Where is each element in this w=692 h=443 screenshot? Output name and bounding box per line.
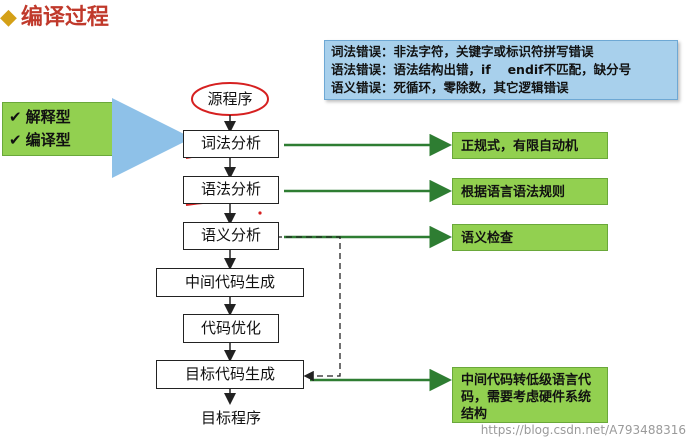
watermark: https://blog.csdn.net/A793488316 [480, 423, 686, 437]
title-bullet-icon: ◆ [0, 5, 17, 30]
result-lexical: 正规式，有限自动机 [452, 132, 608, 159]
error-syntax: 语法错误：语法结构出错，if endif不匹配，缺分号 [331, 62, 632, 77]
check-icon: ✔ [9, 131, 22, 149]
node-optimize: 代码优化 [183, 314, 279, 343]
node-target: 目标程序 [200, 409, 261, 427]
error-lexical: 词法错误：非法字符，关键字或标识符拼写错误 [331, 44, 594, 59]
red-dot [258, 211, 262, 215]
node-intermediate: 中间代码生成 [156, 268, 304, 297]
dashed-bypass-arrow [276, 236, 341, 382]
result-syntax: 根据语言语法规则 [452, 178, 608, 205]
page-title: ◆编译过程 [0, 0, 109, 36]
result-semantic: 语义检查 [452, 224, 608, 251]
type-interpreted: ✔解释型 [9, 106, 107, 129]
error-types-panel: 词法错误：非法字符，关键字或标识符拼写错误 语法错误：语法结构出错，if end… [324, 40, 678, 100]
node-target-gen: 目标代码生成 [156, 360, 304, 389]
type-compiled: ✔编译型 [9, 129, 107, 152]
check-icon: ✔ [9, 108, 22, 126]
node-source: 源程序 [207, 90, 253, 108]
type-compiled-label: 编译型 [25, 131, 71, 149]
node-syntax: 语法分析 [183, 176, 279, 204]
type-interpreted-label: 解释型 [25, 108, 71, 126]
node-semantic: 语义分析 [183, 222, 279, 250]
title-text: 编译过程 [20, 5, 109, 30]
result-target: 中间代码转低级语言代码，需要考虑硬件系统结构 [452, 367, 608, 423]
error-semantic: 语义错误：死循环，零除数，其它逻辑错误 [331, 80, 569, 95]
node-lexical: 词法分析 [183, 130, 279, 158]
